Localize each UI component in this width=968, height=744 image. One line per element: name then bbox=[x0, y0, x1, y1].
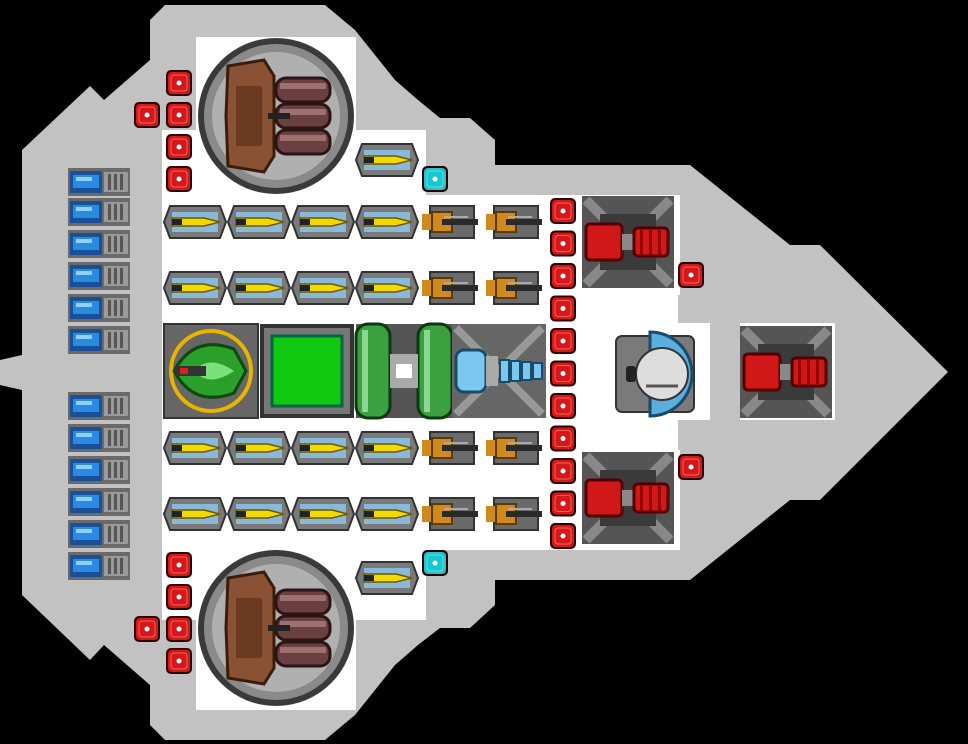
light-gun-icon[interactable] bbox=[354, 497, 420, 531]
light-gun-icon[interactable] bbox=[290, 431, 356, 465]
power-node-icon[interactable] bbox=[166, 134, 192, 160]
thruster-icon[interactable] bbox=[68, 168, 130, 196]
autoloader-icon[interactable] bbox=[422, 497, 478, 531]
light-gun-icon[interactable] bbox=[226, 271, 292, 305]
power-node-icon[interactable] bbox=[550, 393, 576, 419]
power-node-icon[interactable] bbox=[166, 616, 192, 642]
thruster-icon[interactable] bbox=[68, 552, 130, 580]
heavy-cannon-icon[interactable] bbox=[198, 38, 354, 194]
power-node-icon[interactable] bbox=[166, 584, 192, 610]
power-node-icon[interactable] bbox=[166, 102, 192, 128]
autoloader-icon[interactable] bbox=[486, 431, 542, 465]
power-node-icon[interactable] bbox=[550, 360, 576, 387]
light-gun-icon[interactable] bbox=[354, 431, 420, 465]
thruster-icon[interactable] bbox=[68, 326, 130, 354]
power-node-icon[interactable] bbox=[550, 295, 576, 322]
light-gun-icon[interactable] bbox=[290, 497, 356, 531]
ship-parts bbox=[68, 38, 832, 706]
power-node-icon[interactable] bbox=[550, 263, 576, 289]
light-gun-icon[interactable] bbox=[162, 205, 228, 239]
power-node-icon[interactable] bbox=[550, 523, 576, 549]
power-node-icon[interactable] bbox=[678, 454, 704, 480]
autoloader-icon[interactable] bbox=[486, 497, 542, 531]
light-gun-icon[interactable] bbox=[162, 271, 228, 305]
heavy-cannon-icon[interactable] bbox=[198, 550, 354, 706]
power-node-icon[interactable] bbox=[678, 262, 704, 288]
shield-generator-icon[interactable] bbox=[615, 330, 695, 418]
power-node-icon[interactable] bbox=[134, 616, 160, 642]
light-gun-icon[interactable] bbox=[290, 205, 356, 239]
fuel-tank-icon[interactable] bbox=[354, 322, 454, 420]
thruster-icon[interactable] bbox=[68, 424, 130, 452]
light-gun-icon[interactable] bbox=[354, 271, 420, 305]
hull-notch bbox=[680, 195, 690, 295]
power-node-icon[interactable] bbox=[550, 328, 576, 354]
cyan-node-icon[interactable] bbox=[422, 550, 448, 576]
thruster-icon[interactable] bbox=[68, 294, 130, 322]
reactor-icon[interactable] bbox=[260, 324, 354, 418]
light-gun-icon[interactable] bbox=[354, 205, 420, 239]
light-gun-icon[interactable] bbox=[354, 561, 420, 595]
autoloader-icon[interactable] bbox=[422, 431, 478, 465]
red-turret-icon[interactable] bbox=[740, 326, 832, 418]
thruster-icon[interactable] bbox=[68, 262, 130, 290]
ion-engine-icon[interactable] bbox=[452, 324, 546, 418]
power-node-icon[interactable] bbox=[166, 648, 192, 674]
power-node-icon[interactable] bbox=[550, 490, 576, 517]
thruster-icon[interactable] bbox=[68, 230, 130, 258]
power-node-icon[interactable] bbox=[166, 70, 192, 96]
autoloader-icon[interactable] bbox=[422, 271, 478, 305]
light-gun-icon[interactable] bbox=[162, 431, 228, 465]
power-node-icon[interactable] bbox=[550, 425, 576, 452]
thruster-icon[interactable] bbox=[68, 488, 130, 516]
autoloader-icon[interactable] bbox=[486, 205, 542, 239]
red-turret-icon[interactable] bbox=[582, 196, 674, 288]
light-gun-icon[interactable] bbox=[226, 431, 292, 465]
cockpit-icon[interactable] bbox=[163, 323, 259, 419]
autoloader-icon[interactable] bbox=[486, 271, 542, 305]
thruster-icon[interactable] bbox=[68, 520, 130, 548]
power-node-icon[interactable] bbox=[550, 458, 576, 484]
cyan-node-icon[interactable] bbox=[422, 166, 448, 192]
thruster-icon[interactable] bbox=[68, 198, 130, 226]
power-node-icon[interactable] bbox=[550, 230, 576, 257]
power-node-icon[interactable] bbox=[166, 166, 192, 192]
autoloader-icon[interactable] bbox=[422, 205, 478, 239]
power-node-icon[interactable] bbox=[166, 552, 192, 578]
light-gun-icon[interactable] bbox=[226, 205, 292, 239]
light-gun-icon[interactable] bbox=[290, 271, 356, 305]
power-node-icon[interactable] bbox=[134, 102, 160, 128]
light-gun-icon[interactable] bbox=[226, 497, 292, 531]
power-node-icon[interactable] bbox=[550, 198, 576, 224]
thruster-icon[interactable] bbox=[68, 456, 130, 484]
thruster-icon[interactable] bbox=[68, 392, 130, 420]
light-gun-icon[interactable] bbox=[354, 143, 420, 177]
light-gun-icon[interactable] bbox=[162, 497, 228, 531]
red-turret-icon[interactable] bbox=[582, 452, 674, 544]
